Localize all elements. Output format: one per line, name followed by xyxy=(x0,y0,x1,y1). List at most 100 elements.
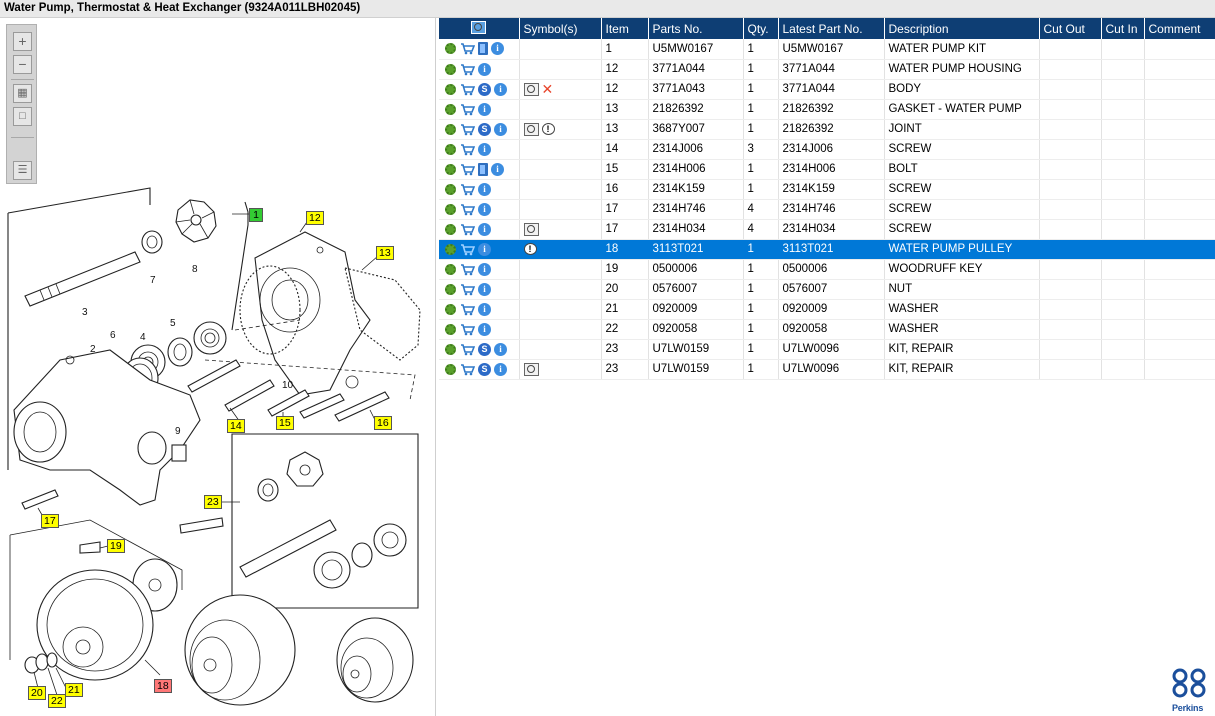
diagram-pane[interactable]: 3 2 4 5 6 7 8 9 10 + − ▦ □ ☰ 1 12 13 14 … xyxy=(0,18,436,716)
zoom-out-button[interactable]: − xyxy=(13,55,32,74)
supersession-icon[interactable]: S xyxy=(478,82,491,96)
column-header-comment[interactable]: Comment xyxy=(1144,18,1215,39)
gear-icon[interactable] xyxy=(445,343,456,355)
info-icon[interactable]: i xyxy=(491,162,504,176)
cart-icon[interactable] xyxy=(460,323,476,336)
gear-icon[interactable] xyxy=(445,243,456,255)
gear-icon[interactable] xyxy=(445,323,456,335)
cart-icon[interactable] xyxy=(460,103,476,116)
fit-to-window-button[interactable]: ▦ xyxy=(13,84,32,103)
callout-17[interactable]: 17 xyxy=(41,514,59,528)
info-icon[interactable]: i xyxy=(478,202,491,216)
close-icon[interactable]: ✕ xyxy=(541,80,554,97)
book-icon[interactable] xyxy=(478,42,488,56)
gear-icon[interactable] xyxy=(445,303,456,315)
cart-icon[interactable] xyxy=(460,163,476,176)
cart-icon[interactable] xyxy=(460,363,476,376)
supersession-icon[interactable]: S xyxy=(478,362,491,376)
callout-19[interactable]: 19 xyxy=(107,539,125,553)
callout-20[interactable]: 20 xyxy=(28,686,46,700)
info-icon[interactable]: i xyxy=(478,262,491,276)
info-icon[interactable]: i xyxy=(491,42,504,56)
supersession-icon[interactable]: S xyxy=(478,342,491,356)
info-icon[interactable]: i xyxy=(478,222,491,236)
column-header-qty[interactable]: Qty. xyxy=(743,18,779,39)
gear-icon[interactable] xyxy=(445,163,456,175)
info-icon[interactable]: i xyxy=(478,62,491,76)
magnifier-icon[interactable] xyxy=(523,222,539,236)
callout-13[interactable]: 13 xyxy=(376,246,394,260)
exploded-diagram[interactable]: 3 2 4 5 6 7 8 9 10 xyxy=(0,18,436,716)
book-icon[interactable] xyxy=(478,162,488,176)
info-icon[interactable]: i xyxy=(494,122,507,136)
cart-icon[interactable] xyxy=(460,63,476,76)
column-header-symbols[interactable]: Symbol(s) xyxy=(519,18,602,39)
zoom-in-button[interactable]: + xyxy=(13,32,32,51)
callout-12[interactable]: 12 xyxy=(306,211,324,225)
info-icon[interactable]: i xyxy=(478,242,491,256)
gear-icon[interactable] xyxy=(445,123,456,135)
column-header-cut-in[interactable]: Cut In xyxy=(1101,18,1145,39)
info-icon[interactable]: i xyxy=(478,182,491,196)
callout-1[interactable]: 1 xyxy=(249,208,263,222)
gear-icon[interactable] xyxy=(445,263,456,275)
info-icon[interactable]: i xyxy=(478,142,491,156)
cart-icon[interactable] xyxy=(460,283,476,296)
column-header-parts-no[interactable]: Parts No. xyxy=(648,18,744,39)
gear-icon[interactable] xyxy=(445,143,456,155)
callout-22[interactable]: 22 xyxy=(48,694,66,708)
info-icon[interactable]: i xyxy=(494,362,507,376)
cart-icon[interactable] xyxy=(460,42,476,55)
cart-icon[interactable] xyxy=(460,303,476,316)
column-header-item[interactable]: Item xyxy=(601,18,649,39)
info-icon[interactable]: i xyxy=(494,82,507,96)
cart-icon[interactable] xyxy=(460,123,476,136)
cart-icon[interactable] xyxy=(460,203,476,216)
show-list-button[interactable]: ☰ xyxy=(13,161,32,180)
callout-15[interactable]: 15 xyxy=(276,416,294,430)
note-bubble-icon[interactable]: ! xyxy=(523,243,537,255)
gear-icon[interactable] xyxy=(445,103,456,115)
gear-icon[interactable] xyxy=(445,183,456,195)
gear-icon[interactable] xyxy=(445,223,456,235)
gears-icon[interactable] xyxy=(445,43,456,55)
column-header-actions[interactable] xyxy=(439,18,520,39)
callout-18[interactable]: 18 xyxy=(154,679,172,693)
info-icon[interactable]: i xyxy=(478,302,491,316)
magnifier-icon[interactable] xyxy=(523,362,539,376)
cart-icon[interactable] xyxy=(460,263,476,276)
cart-icon[interactable] xyxy=(460,243,476,256)
callout-16[interactable]: 16 xyxy=(374,416,392,430)
info-icon[interactable]: i xyxy=(478,322,491,336)
column-header-cut-out[interactable]: Cut Out xyxy=(1039,18,1102,39)
cart-icon[interactable] xyxy=(460,143,476,156)
column-header-latest-part-no[interactable]: Latest Part No. xyxy=(778,18,885,39)
info-icon[interactable]: i xyxy=(494,342,507,356)
note-bubble-icon[interactable]: ! xyxy=(541,123,555,135)
magnifier-icon[interactable] xyxy=(471,20,487,34)
actual-size-button[interactable]: □ xyxy=(13,107,32,126)
gear-icon[interactable] xyxy=(445,203,456,215)
gear-icon[interactable] xyxy=(445,283,456,295)
supersession-icon[interactable]: S xyxy=(478,122,491,136)
callout-21[interactable]: 21 xyxy=(65,683,83,697)
gear-icon[interactable] xyxy=(445,363,456,375)
callout-23[interactable]: 23 xyxy=(204,495,222,509)
gear-icon[interactable] xyxy=(445,63,456,75)
info-icon[interactable]: i xyxy=(478,282,491,296)
